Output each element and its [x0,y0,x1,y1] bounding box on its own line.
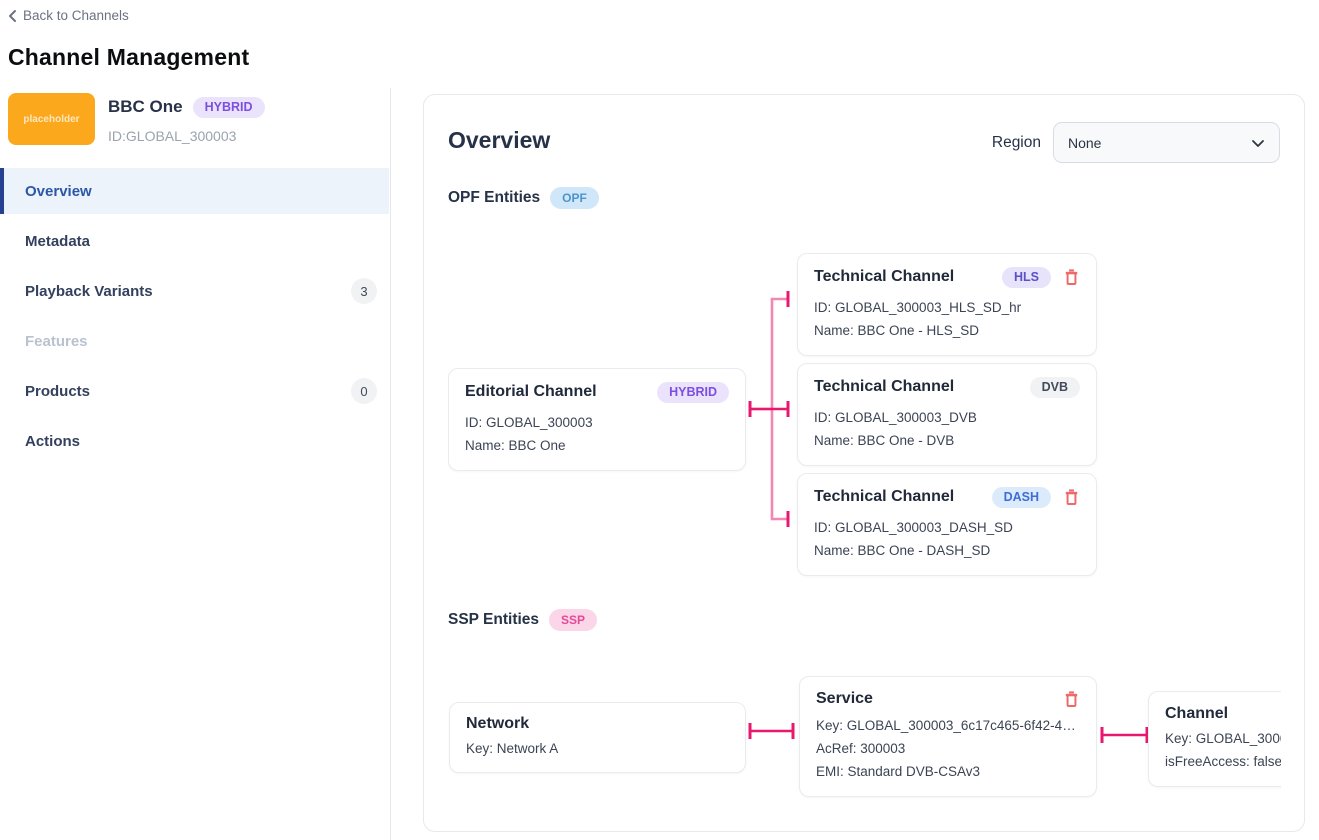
card-title: Network [466,715,530,732]
channel-logo-text: placeholder [23,113,80,125]
service-card: Service Key: GLOBAL_300003_6c17c465-6f42… [799,676,1097,797]
opf-heading-label: OPF Entities [448,189,541,206]
technical-channel-badge-hls: HLS [1002,267,1051,288]
editorial-channel-id: ID: GLOBAL_300003 [465,414,593,430]
sidebar-item-overview[interactable]: Overview [0,168,389,214]
editorial-channel-card: Editorial Channel HYBRID ID: GLOBAL_3000… [448,368,746,471]
card-title: Editorial Channel [465,383,597,401]
technical-channel-badge-dvb: DVB [1029,377,1080,398]
technical-channel-id: ID: GLOBAL_300003_HLS_SD_hr [814,299,1022,315]
overview-panel: Overview Region None OPF Entities OPF SS… [423,94,1305,832]
card-title: Service [816,690,873,707]
technical-channel-card-dash: Technical Channel DASH ID: GLOBAL_300003… [797,473,1097,576]
trash-icon [1063,489,1080,509]
channel-header: placeholder BBC One HYBRID ID:GLOBAL_300… [8,93,265,145]
sidebar-item-playback-variants[interactable]: Playback Variants 3 [0,268,389,314]
ssp-channel-access: isFreeAccess: false [1165,754,1281,769]
trash-icon [1063,269,1080,289]
channel-type-badge: HYBRID [192,97,265,118]
region-select[interactable]: None [1053,122,1280,163]
channel-id: ID:GLOBAL_300003 [108,127,237,144]
ssp-channel-key: Key: GLOBAL_30000 [1165,731,1281,746]
back-link-label: Back to Channels [23,8,129,23]
sidebar-item-label: Actions [25,432,81,450]
back-to-channels-link[interactable]: Back to Channels [8,8,129,23]
sidebar-item-label: Overview [25,182,92,200]
editorial-channel-name: Name: BBC One [465,437,566,453]
card-title: Technical Channel [814,488,955,506]
technical-channel-id: ID: GLOBAL_300003_DASH_SD [814,519,1013,535]
sidebar: placeholder BBC One HYBRID ID:GLOBAL_300… [0,88,391,840]
opf-section-heading: OPF Entities OPF [448,187,599,209]
technical-channel-id: ID: GLOBAL_300003_DVB [814,409,977,425]
technical-channel-card-hls: Technical Channel HLS ID: GLOBAL_300003_… [797,253,1097,356]
card-title: Channel [1165,705,1229,722]
sidebar-item-actions[interactable]: Actions [0,418,389,464]
sidebar-item-label: Features [25,332,88,350]
chevron-left-icon [8,9,17,23]
opf-badge: OPF [550,187,599,209]
sidebar-item-label: Products [25,382,91,400]
service-key: Key: GLOBAL_300003_6c17c465-6f42-4e18-..… [816,718,1080,733]
region-select-value: None [1068,134,1102,151]
ssp-badge: SSP [549,609,598,631]
sidebar-item-products[interactable]: Products 0 [0,368,389,414]
card-title: Technical Channel [814,268,955,286]
sidebar-nav: Overview Metadata Playback Variants 3 Fe… [0,168,389,468]
technical-channel-card-dvb: Technical Channel DVB ID: GLOBAL_300003_… [797,363,1097,466]
chevron-down-icon [1251,135,1265,151]
channel-name: BBC One [108,97,183,117]
technical-channel-name: Name: BBC One - HLS_SD [814,322,980,338]
technical-channel-name: Name: BBC One - DASH_SD [814,542,991,558]
sidebar-item-label: Metadata [25,232,91,250]
entity-diagram: Editorial Channel HYBRID ID: GLOBAL_3000… [448,95,1281,831]
panel-title: Overview [448,127,551,153]
service-emi: EMI: Standard DVB-CSAv3 [816,764,981,779]
page-title: Channel Management [8,44,250,70]
editorial-channel-badge: HYBRID [657,382,729,403]
delete-technical-channel-hls-button[interactable] [1063,268,1080,286]
region-label: Region [991,133,1041,151]
ssp-channel-card: Channel Key: GLOBAL_30000 isFreeAccess: … [1148,691,1281,787]
region-control: Region None [992,122,1280,163]
sidebar-item-metadata[interactable]: Metadata [0,218,389,264]
delete-service-button[interactable] [1063,690,1080,708]
service-acref: AcRef: 300003 [816,741,906,756]
products-count: 0 [351,378,377,404]
network-card: Network Key: Network A [449,702,746,773]
technical-channel-badge-dash: DASH [991,487,1051,508]
channel-logo-placeholder: placeholder [8,93,95,145]
technical-channel-name: Name: BBC One - DVB [814,432,955,448]
network-key: Key: Network A [466,741,559,756]
ssp-section-heading: SSP Entities SSP [448,609,598,631]
sidebar-item-features: Features [0,318,389,364]
channel-meta: BBC One HYBRID ID:GLOBAL_300003 [108,93,265,145]
sidebar-item-label: Playback Variants [25,282,153,300]
card-title: Technical Channel [814,378,955,396]
ssp-heading-label: SSP Entities [448,611,540,628]
trash-icon [1063,691,1080,711]
playback-variants-count: 3 [351,278,377,304]
delete-technical-channel-dash-button[interactable] [1063,488,1080,506]
